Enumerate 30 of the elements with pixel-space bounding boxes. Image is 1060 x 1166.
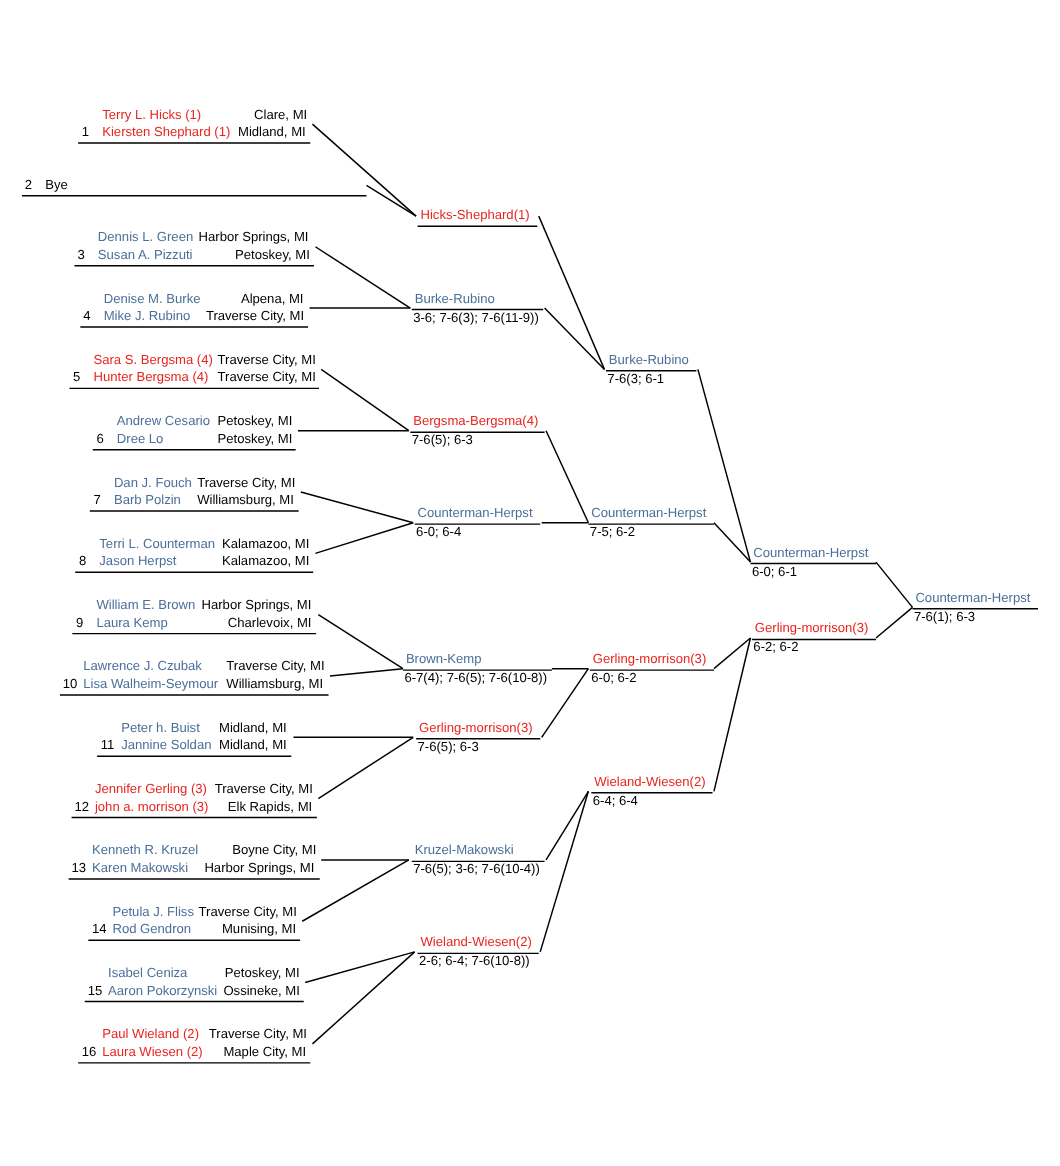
connector [317, 735, 414, 799]
connector [551, 666, 590, 669]
connector [320, 858, 410, 860]
connector [538, 214, 606, 370]
connector [317, 612, 404, 669]
connector [329, 666, 404, 676]
connector [540, 666, 590, 737]
connector [308, 306, 411, 308]
connector [311, 950, 416, 1044]
connector [304, 950, 416, 983]
connector [540, 520, 590, 523]
connector [297, 428, 410, 431]
connector [365, 183, 417, 216]
connector [300, 490, 414, 523]
connector [875, 605, 914, 638]
connector [539, 789, 590, 952]
connector [314, 520, 414, 554]
connector [697, 367, 752, 562]
connector [545, 789, 590, 860]
connector [713, 636, 752, 669]
connector [545, 428, 590, 523]
connector [314, 245, 411, 308]
connector [543, 306, 606, 370]
connector [311, 122, 417, 216]
connector [301, 858, 410, 921]
connector [320, 367, 410, 431]
connector [875, 560, 914, 608]
connector [292, 735, 414, 737]
connector [713, 520, 752, 562]
connector [713, 636, 752, 792]
